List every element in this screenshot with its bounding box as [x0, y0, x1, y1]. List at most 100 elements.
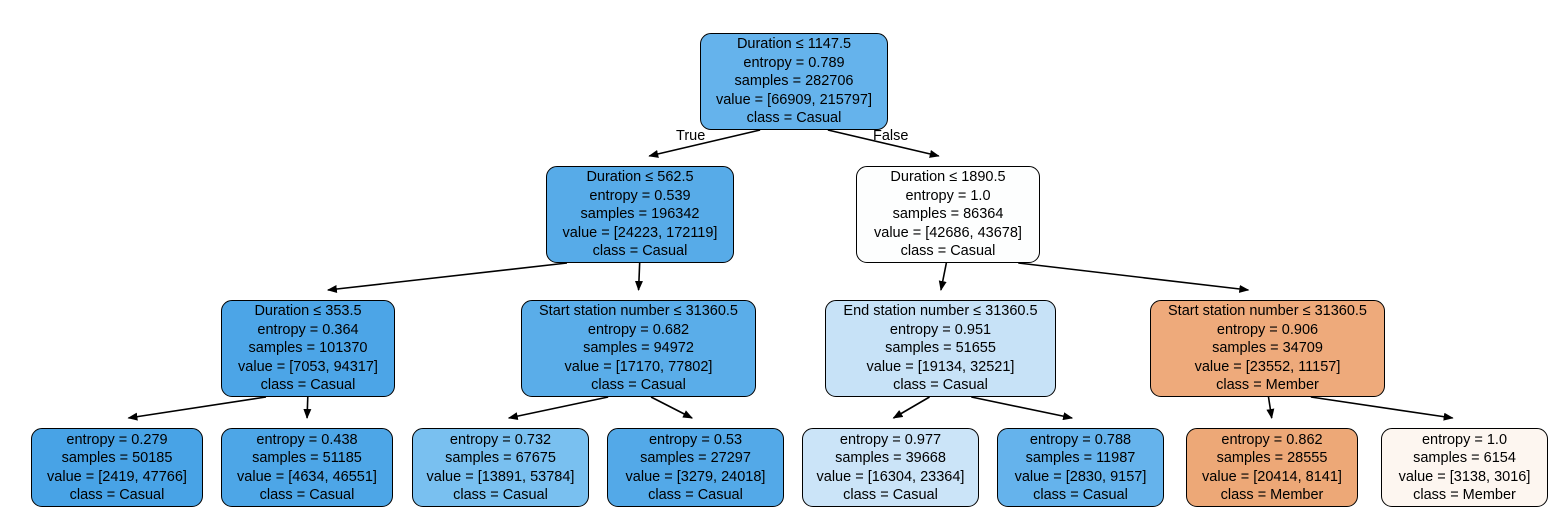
- tree-edge: [1266, 396, 1275, 419]
- node-text-line: Duration ≤ 353.5: [254, 303, 362, 320]
- node-text-line: samples = 34709: [1212, 340, 1323, 357]
- tree-edge: [303, 396, 312, 419]
- node-text-line: End station number ≤ 31360.5: [843, 303, 1038, 320]
- tree-edge: [892, 396, 930, 419]
- tree-edges: [127, 129, 1454, 421]
- node-text-line: samples = 67675: [445, 450, 556, 467]
- node-text-line: value = [17170, 77802]: [564, 358, 713, 375]
- tree-edge: [634, 262, 643, 291]
- node-text-line: class = Casual: [893, 377, 988, 394]
- node-text-line: class = Casual: [648, 486, 743, 503]
- node-text-line: class = Casual: [453, 486, 548, 503]
- node-text-line: value = [16304, 23364]: [816, 468, 965, 485]
- tree-edge: [1310, 396, 1454, 421]
- node-text-line: Start station number ≤ 31360.5: [1168, 303, 1367, 320]
- node-text-line: Duration ≤ 562.5: [586, 169, 694, 186]
- tree-edge: [971, 396, 1074, 421]
- node-text-line: entropy = 0.539: [589, 187, 691, 204]
- node-text-line: value = [7053, 94317]: [238, 358, 378, 375]
- node-text-line: value = [3138, 3016]: [1398, 468, 1531, 485]
- node-text-line: value = [2419, 47766]: [47, 468, 187, 485]
- node-text-line: entropy = 0.53: [648, 431, 743, 448]
- node-text-line: class = Member: [1216, 377, 1319, 394]
- node-text-line: value = [2830, 9157]: [1014, 468, 1147, 485]
- node-text-line: value = [13891, 53784]: [426, 468, 575, 485]
- node-text-line: class = Casual: [900, 243, 996, 260]
- node-text-line: samples = 94972: [583, 340, 694, 357]
- tree-edge: [1018, 262, 1250, 293]
- node-text-line: value = [23552, 11157]: [1194, 358, 1341, 375]
- node-text-line: samples = 50185: [61, 450, 173, 467]
- node-text-line: entropy = 0.279: [66, 431, 168, 448]
- node-text-line: value = [4634, 46551]: [237, 468, 377, 485]
- node-text-line: samples = 39668: [835, 450, 946, 467]
- node-text-line: samples = 51185: [252, 450, 362, 467]
- node-text-line: Duration ≤ 1890.5: [890, 169, 1006, 186]
- node-text-line: class = Casual: [746, 110, 842, 127]
- node-text-line: entropy = 0.788: [1029, 431, 1132, 448]
- node-text-line: class = Casual: [592, 243, 688, 260]
- node-text-line: entropy = 0.682: [587, 321, 690, 338]
- node-text-line: class = Casual: [1033, 486, 1128, 503]
- tree-edge: [127, 396, 267, 421]
- node-text-line: value = [19134, 32521]: [866, 358, 1015, 375]
- edge-label-false: False: [873, 128, 909, 144]
- node-text-line: samples = 282706: [734, 73, 854, 90]
- node-text-line: entropy = 1.0: [1421, 431, 1508, 448]
- node-text-line: class = Casual: [591, 377, 686, 394]
- node-text-line: entropy = 0.951: [889, 321, 992, 338]
- node-text-line: entropy = 1.0: [905, 187, 991, 204]
- node-text-line: class = Casual: [843, 486, 938, 503]
- node-text-line: entropy = 0.789: [743, 54, 845, 71]
- node-text-line: entropy = 0.438: [256, 431, 358, 448]
- tree-edge: [827, 129, 940, 158]
- tree-edge: [938, 262, 948, 291]
- node-text-line: Duration ≤ 1147.5: [736, 36, 852, 53]
- node-text-line: value = [66909, 215797]: [715, 91, 872, 108]
- node-text-line: class = Casual: [260, 377, 356, 394]
- edge-label-true: True: [676, 128, 706, 144]
- node-text-line: entropy = 0.732: [449, 431, 552, 448]
- node-text-line: samples = 196342: [580, 206, 700, 223]
- node-text-line: class = Casual: [259, 486, 355, 503]
- node-text-line: entropy = 0.364: [257, 321, 359, 338]
- tree-edge: [507, 396, 609, 421]
- node-text-line: entropy = 0.977: [839, 431, 942, 448]
- node-text-line: value = [3279, 24018]: [625, 468, 766, 485]
- node-text-line: value = [24223, 172119]: [562, 224, 718, 241]
- tree-edge: [650, 396, 693, 419]
- node-text-line: value = [42686, 43678]: [874, 224, 1022, 241]
- tree-edge: [648, 129, 761, 158]
- node-text-line: value = [20414, 8141]: [1202, 468, 1342, 485]
- node-text-line: Start station number ≤ 31360.5: [539, 303, 738, 320]
- node-text-line: class = Member: [1413, 486, 1516, 503]
- node-text-line: samples = 27297: [640, 450, 751, 467]
- node-text-line: samples = 86364: [892, 206, 1004, 223]
- node-text-line: samples = 28555: [1216, 450, 1328, 467]
- node-text-line: entropy = 0.906: [1216, 321, 1319, 338]
- node-text-line: class = Member: [1220, 486, 1324, 503]
- node-text-line: samples = 51655: [885, 340, 996, 357]
- node-text-line: samples = 101370: [248, 340, 368, 357]
- node-text-line: entropy = 0.862: [1221, 431, 1323, 448]
- node-text-line: samples = 11987: [1025, 450, 1136, 467]
- tree-edge: [326, 262, 568, 293]
- node-text-line: class = Casual: [69, 486, 165, 503]
